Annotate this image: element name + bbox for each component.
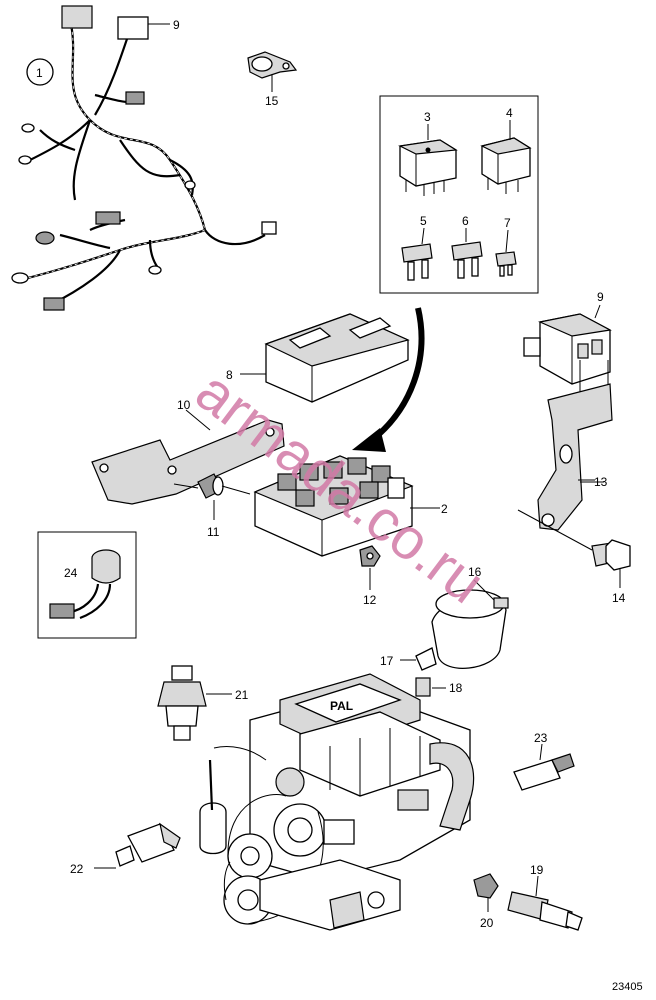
callout-8: 8 <box>226 368 233 382</box>
callout-15: 15 <box>265 94 279 108</box>
callout-5: 5 <box>420 214 427 228</box>
wire-connector-inset <box>37 531 137 639</box>
callout-24: 24 <box>64 566 78 580</box>
callout-14: 14 <box>612 591 626 605</box>
adapter-20 <box>473 873 499 912</box>
callout-3: 3 <box>424 110 431 124</box>
ring-terminal <box>184 180 196 190</box>
engine <box>199 673 475 931</box>
bracket <box>537 360 613 531</box>
harness-connector <box>125 91 145 105</box>
sensor-19 <box>507 875 583 931</box>
fuel-filter <box>431 579 509 669</box>
ring-terminal <box>18 155 32 165</box>
ring-terminal <box>35 231 55 245</box>
engine-badge: PAL <box>330 699 353 713</box>
sensor-23 <box>513 743 575 791</box>
mounting-plate <box>91 409 285 505</box>
callout-11: 11 <box>207 525 220 539</box>
harness-connector-9 <box>117 16 149 40</box>
callout-12: 12 <box>363 593 377 607</box>
callout-2: 2 <box>441 502 448 516</box>
callout-10: 10 <box>177 398 191 412</box>
fuse-5 <box>401 227 433 281</box>
relay-3 <box>398 124 458 196</box>
callout-9-harness: 9 <box>173 18 180 32</box>
relay-4 <box>480 120 532 194</box>
fuel-nipple <box>415 677 446 697</box>
callout-20: 20 <box>480 916 494 930</box>
document-number: 23405 <box>612 981 643 993</box>
rubber-bushing <box>173 473 251 520</box>
callout-labels: 1 2 3 4 5 6 7 8 9 9 10 11 12 13 14 15 16… <box>36 18 626 930</box>
callout-16: 16 <box>468 565 482 579</box>
ring-terminal <box>21 123 35 133</box>
harness-connector <box>61 5 93 29</box>
harness-connector <box>95 211 121 225</box>
pressure-sender <box>157 665 232 741</box>
callout-1: 1 <box>36 66 43 80</box>
harness-connector <box>261 221 277 235</box>
sensor-connector-24 <box>49 549 121 620</box>
callout-22: 22 <box>70 862 84 876</box>
arrow-head <box>352 428 386 452</box>
callout-4: 4 <box>506 106 513 120</box>
watermark: armada.co.ru <box>184 358 496 616</box>
wiring-harness <box>11 5 277 311</box>
ring-terminal <box>11 272 29 284</box>
nut <box>359 545 381 590</box>
assembly-arrow <box>370 307 425 443</box>
fuse-6 <box>451 228 483 279</box>
callout-7: 7 <box>504 216 511 230</box>
ring-terminal <box>148 265 162 275</box>
callout-13: 13 <box>594 475 608 489</box>
fuse-box-lid <box>240 313 410 403</box>
leader-lines <box>148 23 604 483</box>
cable-clip <box>247 51 298 92</box>
callout-23: 23 <box>534 731 548 745</box>
harness-connector <box>43 297 65 311</box>
fuse-7 <box>495 229 517 277</box>
callout-17: 17 <box>380 654 394 668</box>
callout-19: 19 <box>530 863 544 877</box>
callout-6: 6 <box>462 214 469 228</box>
relay-fuse-inset <box>379 95 539 294</box>
callout-18: 18 <box>449 681 463 695</box>
relay-holder <box>523 304 612 385</box>
temperature-sensor <box>94 822 181 869</box>
fuel-fitting <box>400 647 437 671</box>
callout-circle <box>26 58 54 86</box>
fuse-box-base <box>253 455 440 557</box>
bolt <box>517 509 631 588</box>
callout-21: 21 <box>235 688 249 702</box>
callout-9-holder: 9 <box>597 290 604 304</box>
